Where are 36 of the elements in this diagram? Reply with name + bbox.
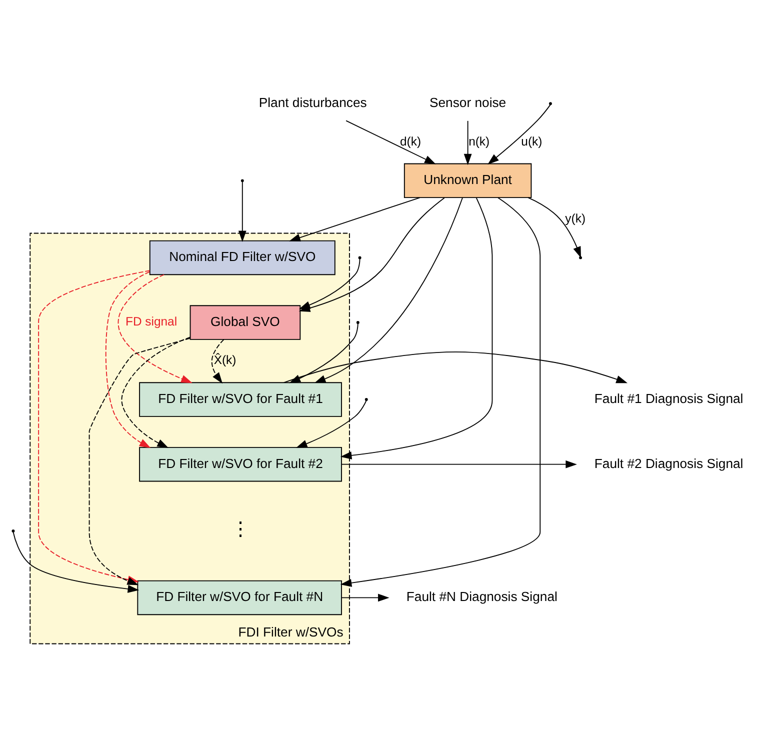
- arrow: [105, 271, 151, 448]
- arrow: [341, 460, 577, 468]
- node-text: Sensor noise: [430, 95, 506, 110]
- edge-label: y(k): [565, 211, 586, 226]
- edge-label: n(k): [468, 134, 490, 148]
- node-box: Global SVO: [190, 305, 301, 340]
- edge-label: d(k): [400, 134, 422, 148]
- arrow: [211, 339, 224, 384]
- node-box: Nominal FD Filter w/SVO: [149, 240, 336, 276]
- arrow: [528, 197, 581, 258]
- edge-label: FD signal: [126, 314, 178, 329]
- arrow: [464, 120, 472, 166]
- edge-label: u(k): [521, 134, 542, 148]
- arrow: [289, 323, 358, 384]
- arrow: [238, 181, 246, 242]
- arrow: [289, 197, 420, 242]
- node-box: FD Filter w/SVO for Fault #2: [139, 446, 342, 482]
- arrow: [346, 120, 436, 164]
- node-box: FD Filter w/SVO for Fault #N: [137, 580, 342, 616]
- arrow: [283, 351, 628, 384]
- arrow: [118, 274, 192, 384]
- label: ⋮: [231, 518, 250, 540]
- node-box: FD Filter w/SVO for Fault #1: [139, 382, 342, 417]
- node-text: Plant disturbances: [258, 95, 367, 110]
- node-text: Fault #2 Diagnosis Signal: [594, 456, 744, 471]
- arrow: [340, 197, 493, 460]
- edge-label: X̂(k): [214, 353, 236, 368]
- node-box: Unknown Plant: [404, 163, 532, 198]
- arrow: [121, 336, 191, 448]
- arrow: [314, 197, 464, 384]
- arrow: [488, 104, 551, 164]
- arrow: [296, 400, 367, 448]
- node-text: Fault #N Diagnosis Signal: [406, 589, 558, 604]
- arrow: [340, 197, 541, 587]
- node-text: Fault #1 Diagnosis Signal: [594, 391, 744, 406]
- arrow: [341, 594, 390, 602]
